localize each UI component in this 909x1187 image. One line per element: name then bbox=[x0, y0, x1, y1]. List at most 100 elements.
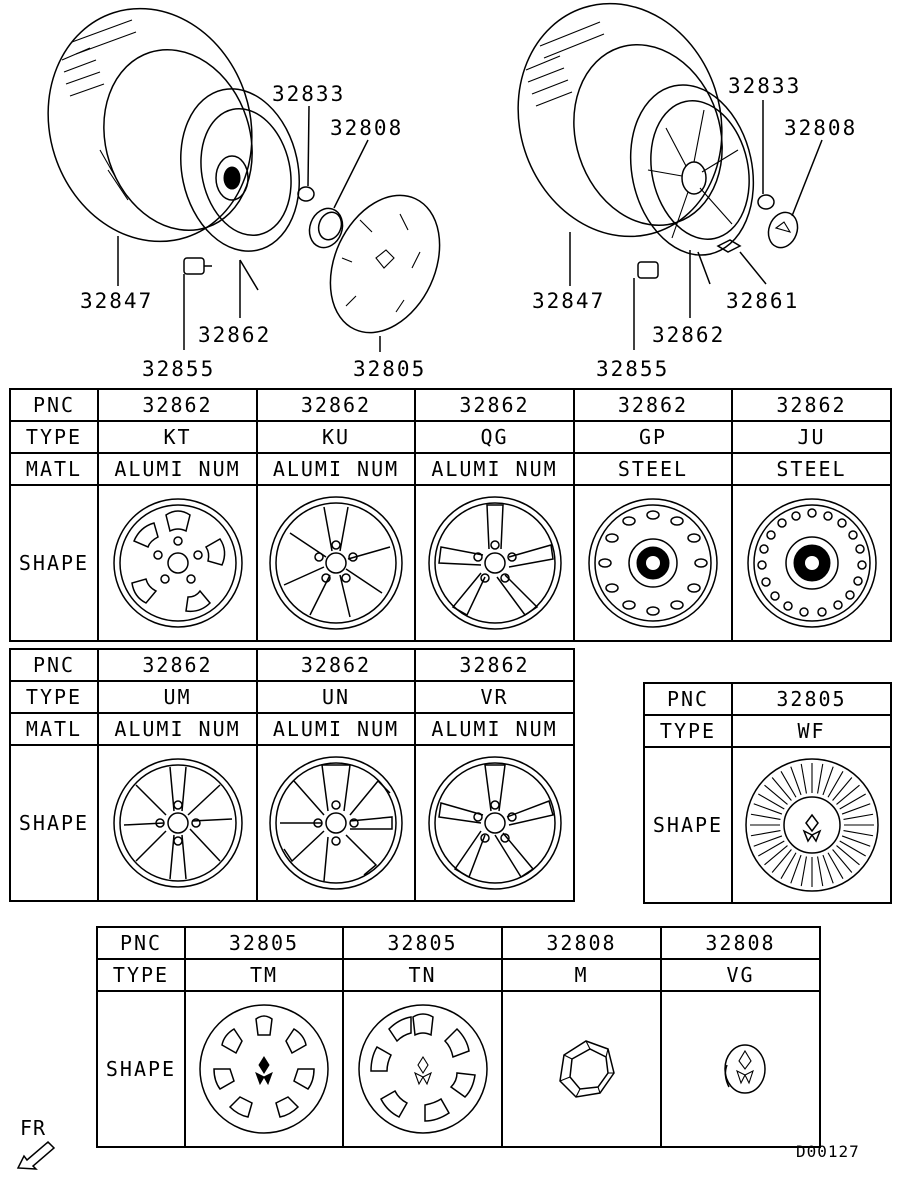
type-cell: UN bbox=[256, 680, 416, 714]
center-cap-vg-icon bbox=[723, 1044, 766, 1094]
cover-slot bbox=[842, 813, 873, 820]
diagram-code: D00127 bbox=[796, 1142, 860, 1161]
cover-slot bbox=[750, 830, 781, 837]
cover-slot bbox=[816, 856, 823, 887]
row-label-type: TYPE bbox=[9, 420, 99, 454]
type-cell: VR bbox=[414, 680, 575, 714]
shape-cell bbox=[573, 484, 733, 642]
left-steel-wheel-icon bbox=[180, 88, 300, 252]
wheel-kt-icon bbox=[112, 498, 243, 628]
row-label-pnc: PNC bbox=[643, 682, 733, 716]
row-label-type: TYPE bbox=[9, 680, 99, 714]
wheel-um-icon bbox=[112, 758, 243, 888]
pnc-cell: 32862 bbox=[97, 648, 258, 682]
shape-cell bbox=[731, 746, 892, 904]
pnc-cell: 32805 bbox=[342, 926, 503, 960]
type-cell: KU bbox=[256, 420, 416, 454]
matl-cell: ALUMI NUM bbox=[414, 452, 575, 486]
cover-slot bbox=[763, 845, 788, 866]
cover-slot bbox=[838, 793, 866, 810]
pnc-cell: 32862 bbox=[573, 388, 733, 422]
type-cell: WF bbox=[731, 714, 892, 748]
cover-slot bbox=[835, 845, 860, 866]
cover-slot bbox=[821, 766, 834, 796]
right-alloy-wheel-icon bbox=[629, 84, 755, 256]
pnc-cell: 32862 bbox=[256, 648, 416, 682]
cover-slot bbox=[771, 777, 792, 801]
parts-table-4: PNC 32805 32805 32808 32808 TYPE TM TN M… bbox=[96, 926, 821, 1148]
cover-slot bbox=[835, 784, 860, 805]
wheel-cover-tm-icon bbox=[199, 1004, 329, 1134]
shape-cell bbox=[501, 990, 662, 1148]
type-cell: M bbox=[501, 958, 662, 992]
wheel-ju-icon bbox=[746, 498, 877, 628]
shape-cell bbox=[731, 484, 892, 642]
type-cell: KT bbox=[97, 420, 258, 454]
shape-cell bbox=[414, 744, 575, 902]
matl-cell: STEEL bbox=[573, 452, 733, 486]
pnc-cell: 32862 bbox=[97, 388, 258, 422]
pnc-cell: 32862 bbox=[256, 388, 416, 422]
pnc-cell: 32805 bbox=[731, 682, 892, 716]
cover-slot bbox=[841, 835, 870, 847]
callout-left-32847: 32847 bbox=[80, 289, 154, 313]
cover-slot bbox=[831, 777, 852, 801]
left-leaders bbox=[117, 105, 381, 352]
parts-table-2: PNC 32862 32862 32862 TYPE UM UN VR MATL… bbox=[9, 648, 575, 902]
cover-slot bbox=[789, 854, 802, 884]
matl-cell: ALUMI NUM bbox=[256, 452, 416, 486]
pnc-cell: 32808 bbox=[660, 926, 821, 960]
type-cell: UM bbox=[97, 680, 258, 714]
pnc-cell: 32862 bbox=[414, 388, 575, 422]
front-arrow-icon bbox=[16, 1140, 56, 1170]
matl-cell: ALUMI NUM bbox=[414, 712, 575, 746]
cover-slot bbox=[838, 840, 866, 857]
matl-cell: ALUMI NUM bbox=[97, 452, 258, 486]
wheel-vr-icon bbox=[427, 756, 562, 890]
type-cell: JU bbox=[731, 420, 892, 454]
shape-cell bbox=[414, 484, 575, 642]
left-valve-icon bbox=[297, 186, 315, 202]
row-label-pnc: PNC bbox=[96, 926, 186, 960]
cover-slot bbox=[827, 852, 843, 879]
wheel-gp-icon bbox=[588, 498, 718, 628]
callout-left-32855: 32855 bbox=[142, 357, 216, 381]
matl-cell: ALUMI NUM bbox=[256, 712, 416, 746]
cover-slot bbox=[771, 849, 792, 873]
callout-right-32855: 32855 bbox=[596, 357, 670, 381]
shape-cell bbox=[97, 744, 258, 902]
right-center-cap-icon bbox=[767, 211, 799, 249]
callout-left-32862: 32862 bbox=[198, 323, 272, 347]
wheel-cover-wf-icon bbox=[744, 758, 879, 892]
cover-slot bbox=[750, 813, 781, 820]
matl-cell: ALUMI NUM bbox=[97, 712, 258, 746]
front-direction-label: FR bbox=[20, 1116, 47, 1140]
callout-right-32861: 32861 bbox=[726, 289, 800, 313]
wheel-ku-icon bbox=[269, 496, 403, 630]
row-label-shape: SHAPE bbox=[9, 744, 99, 902]
callout-right-32847: 32847 bbox=[532, 289, 606, 313]
callout-right-32833: 32833 bbox=[728, 74, 802, 98]
row-label-pnc: PNC bbox=[9, 648, 99, 682]
wheel-cover-tn-icon bbox=[357, 1004, 488, 1134]
type-cell: QG bbox=[414, 420, 575, 454]
type-cell: VG bbox=[660, 958, 821, 992]
callout-left-32833: 32833 bbox=[272, 82, 346, 106]
left-tire-icon bbox=[47, 7, 253, 243]
right-valve-icon bbox=[757, 194, 775, 210]
right-weight-icon bbox=[716, 239, 742, 253]
cover-slot bbox=[763, 784, 788, 805]
callout-left-32805: 32805 bbox=[353, 357, 427, 381]
row-label-shape: SHAPE bbox=[643, 746, 733, 904]
shape-cell bbox=[184, 990, 344, 1148]
parts-table-1: PNC 32862 32862 32862 32862 32862 TYPE K… bbox=[9, 388, 892, 642]
cover-slot bbox=[816, 763, 823, 794]
cover-slot bbox=[827, 771, 843, 798]
pnc-cell: 32862 bbox=[414, 648, 575, 682]
row-label-shape: SHAPE bbox=[96, 990, 186, 1148]
shape-cell bbox=[97, 484, 258, 642]
wheel-un-icon bbox=[269, 756, 403, 890]
type-cell: GP bbox=[573, 420, 733, 454]
cover-slot bbox=[757, 840, 785, 857]
shape-cell bbox=[256, 484, 416, 642]
